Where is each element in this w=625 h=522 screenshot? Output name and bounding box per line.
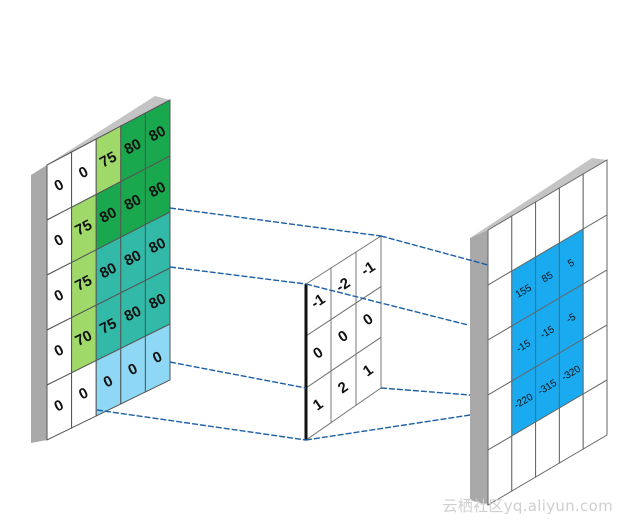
output-slab-top [470, 158, 607, 238]
input-value-0-3: 80 [122, 135, 145, 158]
input-value-2-1: 75 [72, 272, 95, 295]
connector-line-0 [169, 207, 382, 237]
input-value-0-4: 80 [146, 123, 169, 146]
input-value-3-4: 80 [146, 290, 169, 313]
output-cell-4-4 [582, 379, 608, 450]
input-value-1-4: 80 [146, 178, 169, 201]
input-value-1-2: 80 [97, 204, 120, 227]
input-value-3-2: 75 [97, 315, 120, 338]
input-cell-4-4 [144, 323, 171, 393]
input-value-3-3: 80 [122, 303, 145, 326]
output-value-1-3: 5 [566, 257, 577, 270]
output-value-1-2: 85 [540, 270, 556, 285]
input-value-1-3: 80 [122, 191, 145, 214]
input-slab-side [31, 165, 47, 443]
connector-line-4 [380, 235, 489, 266]
input-value-3-1: 70 [72, 327, 95, 350]
connector-line-1 [169, 266, 307, 285]
output-slab-side [470, 230, 488, 505]
connector-line-7 [305, 414, 471, 441]
input-value-2-2: 80 [97, 259, 120, 282]
output-matrix-slab [470, 158, 607, 505]
connector-line-3 [169, 361, 307, 389]
input-matrix-slab [31, 96, 170, 443]
watermark: 云栖社区yq.aliyun.com [442, 497, 613, 515]
connector-lines [96, 207, 489, 441]
input-value-2-3: 80 [122, 247, 145, 270]
input-slab-top [31, 96, 170, 175]
connector-line-2 [96, 409, 307, 441]
connector-line-6 [380, 387, 471, 396]
connector-line-5 [305, 283, 469, 326]
input-value-1-1: 75 [72, 217, 95, 240]
input-value-0-2: 75 [97, 148, 120, 171]
input-value-2-4: 80 [146, 234, 169, 257]
